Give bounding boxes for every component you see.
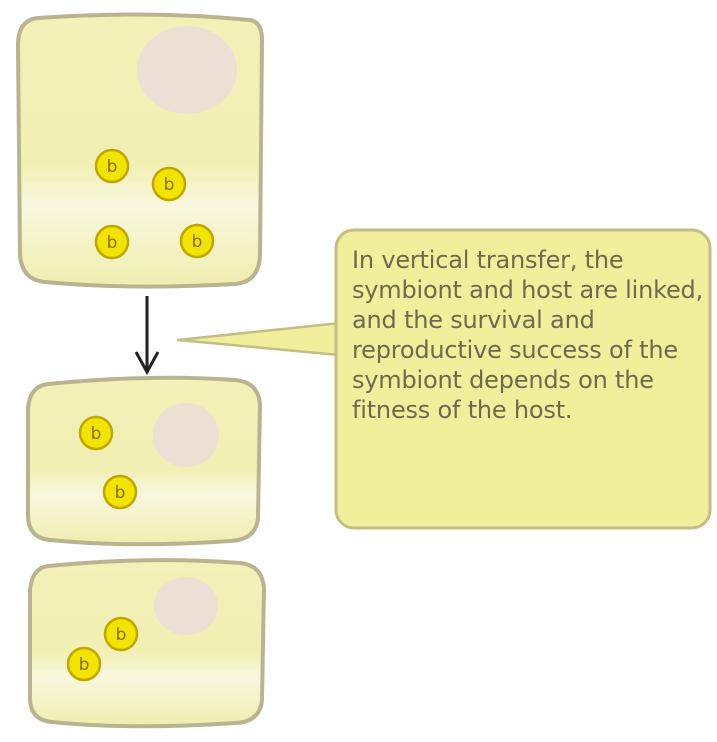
bacterium: b (94, 224, 130, 260)
daughter-cell-bottom: b b (28, 558, 267, 729)
callout-pointer (176, 320, 352, 358)
bacterium-label: b (79, 655, 90, 675)
parent-nucleus (137, 26, 237, 114)
bacterium-label: b (91, 424, 102, 444)
bacterium-label: b (116, 625, 127, 645)
daughter-bottom-nucleus (154, 577, 218, 635)
callout-text: In vertical transfer, the symbiont and h… (352, 246, 704, 424)
bacterium: b (66, 646, 102, 682)
bacterium-label: b (115, 483, 126, 503)
parent-cell: b b b b (15, 12, 265, 289)
bacterium-label: b (107, 157, 118, 177)
down-arrow-icon (134, 296, 160, 376)
bacterium: b (102, 474, 138, 510)
callout-box (334, 228, 712, 530)
daughter-cell-top: b b (26, 375, 263, 547)
bacterium: b (94, 148, 130, 184)
bacterium-label: b (164, 175, 175, 195)
bacterium: b (78, 415, 114, 451)
daughter-top-nucleus (153, 403, 219, 467)
bacterium-label: b (107, 233, 118, 253)
bacterium: b (151, 166, 187, 202)
bacterium-label: b (192, 232, 203, 252)
bacterium: b (179, 223, 215, 259)
bacterium: b (103, 616, 139, 652)
